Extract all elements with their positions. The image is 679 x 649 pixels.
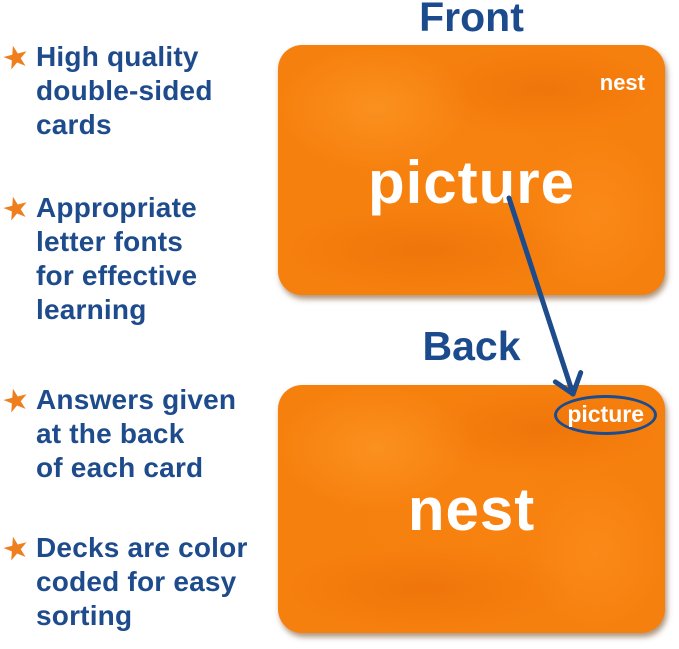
star-icon: ★ — [0, 187, 34, 229]
back-card: picture nest — [278, 385, 665, 633]
bullet-text: High quality double-sided cards — [36, 40, 213, 142]
bullet-line: Decks are color — [36, 532, 248, 563]
bullet-line: Answers given — [36, 384, 237, 415]
bullet-text: Answers given at the back of each card — [36, 383, 236, 485]
back-card-word: nest — [407, 475, 536, 543]
back-section-title: Back — [422, 323, 521, 369]
bullet-line: coded for easy — [36, 566, 237, 597]
star-icon: ★ — [0, 379, 34, 421]
answer-circle: picture — [554, 395, 657, 435]
list-item: ★ Decks are color coded for easy sorting — [0, 528, 248, 633]
front-section-title: Front — [419, 0, 524, 40]
bullet-line: High quality — [36, 41, 199, 72]
bullet-line: for effective — [36, 260, 198, 291]
bullet-text: Decks are color coded for easy sorting — [36, 531, 248, 633]
front-card-word: picture — [367, 148, 576, 216]
bullet-line: sorting — [36, 600, 133, 631]
list-item: ★ Answers given at the back of each card — [0, 380, 236, 485]
bullet-line: letter fonts — [36, 226, 184, 257]
bullet-line: cards — [36, 109, 112, 140]
bullet-line: double-sided — [36, 75, 213, 106]
back-card-circled-label: picture — [554, 395, 657, 435]
list-item: ★ Appropriate letter fonts for effective… — [0, 188, 197, 327]
bullet-text: Appropriate letter fonts for effective l… — [36, 191, 197, 327]
bullet-line: at the back — [36, 418, 185, 449]
bullet-line: learning — [36, 294, 147, 325]
bullet-line: Appropriate — [36, 192, 197, 223]
front-card: nest picture — [278, 45, 665, 295]
list-item: ★ High quality double-sided cards — [0, 37, 213, 142]
star-icon: ★ — [0, 527, 34, 569]
star-icon: ★ — [0, 36, 34, 78]
bullet-line: of each card — [36, 452, 204, 483]
front-card-corner-label: nest — [599, 70, 645, 95]
